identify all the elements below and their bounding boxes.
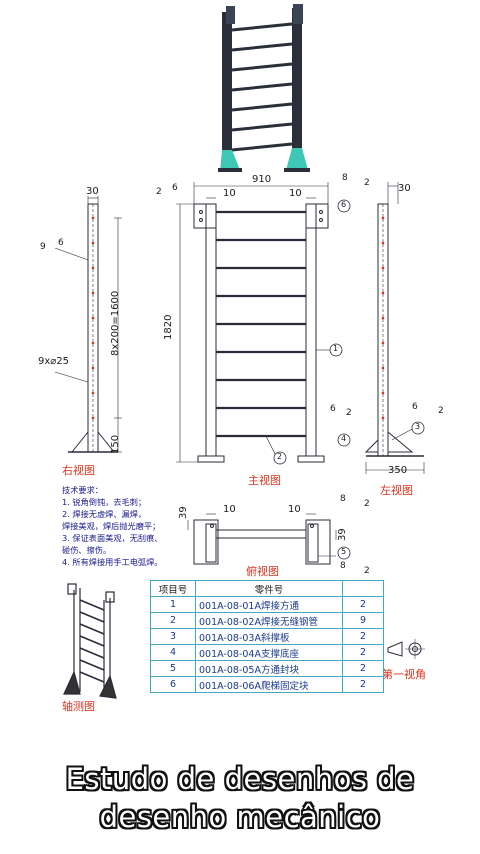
requirement-line: 2. 焊接无虚焊、漏焊， (62, 509, 147, 519)
bom-row: 3 001A-08-03A斜撑板 2 (150, 628, 384, 645)
balloon-4-label: 4 (341, 434, 347, 443)
dim-base-depth: 350 (388, 465, 408, 476)
weld-13: 8 (340, 561, 346, 571)
balloon-6-label: 6 (341, 200, 347, 209)
iso-view-drawing (63, 583, 117, 699)
bom-item-no: 2 (150, 612, 196, 629)
right-view-label: 右视图 (62, 464, 95, 477)
left-view-drawing (364, 182, 425, 474)
bom-qty: 2 (342, 644, 384, 661)
bom-header-item: 项目号 (150, 580, 196, 597)
balloons (273, 199, 425, 560)
hole-note: 9x⌀25 (38, 356, 70, 367)
requirement-line: 3. 保证表面美观，无刮痕、 (62, 533, 163, 543)
bom-qty: 2 (342, 676, 384, 693)
weld-5: 6 (58, 238, 64, 248)
technical-requirements: 技术要求： 1. 锐角倒钝，去毛刺； 2. 焊接无虚焊、漏焊， 焊接美观，焊后抛… (62, 484, 222, 568)
dim-top-right: 10 (288, 504, 301, 515)
bom-row: 4 001A-08-04A支撑底座 2 (150, 644, 384, 661)
bom-row: 5 001A-08-05A方通封块 2 (150, 660, 384, 677)
bom-header-row: 项目号 零件号 (150, 580, 384, 597)
weld-8: 2 (346, 408, 352, 418)
dim-height-total: 1820 (163, 314, 174, 340)
weld-4: 2 (364, 178, 370, 188)
main-view-label: 主视图 (248, 474, 281, 487)
top-view-label: 俯视图 (246, 565, 279, 578)
bom-item-no: 5 (150, 660, 196, 677)
ladder-3d-render (218, 4, 310, 172)
top-view-drawing (187, 513, 337, 565)
dim-top-left: 10 (223, 504, 236, 515)
bom-item-no: 4 (150, 644, 196, 661)
bom-item-no: 6 (150, 676, 196, 693)
dim-right-width: 30 (86, 186, 99, 197)
dim-top-depth-right: 39 (337, 528, 348, 541)
bom-row: 6 001A-08-06A爬梯固定块 2 (150, 676, 384, 693)
requirement-line: 焊接美观，焊后抛光磨平； (62, 521, 161, 531)
bom-qty: 9 (342, 612, 384, 629)
weld-12: 2 (364, 499, 370, 509)
bom-part-no: 001A-08-03A斜撑板 (195, 628, 343, 645)
balloon-5b (337, 546, 351, 560)
dim-margin-right: 10 (289, 188, 302, 199)
bom-table: 项目号 零件号 1 001A-08-01A焊接方通 2 2 001A-08-02… (150, 580, 384, 693)
left-view-label: 左视图 (380, 484, 413, 497)
first-angle-label: 第一视角 (382, 668, 426, 681)
bom-qty: 2 (342, 628, 384, 645)
main-view-drawing (176, 182, 330, 463)
weld-9: 6 (412, 402, 418, 412)
bom-part-no: 001A-08-01A焊接方通 (195, 596, 343, 613)
bom-header-part: 零件号 (195, 580, 343, 597)
right-view-drawing (54, 196, 122, 453)
balloon-6 (337, 199, 351, 213)
bom-row: 1 001A-08-01A焊接方通 2 (150, 596, 384, 613)
weld-10: 2 (438, 406, 444, 416)
bom-qty: 2 (342, 596, 384, 613)
dim-left-width: 30 (398, 183, 411, 194)
weld-1: 6 (172, 183, 178, 193)
dim-overall-width: 910 (252, 174, 272, 185)
first-angle-symbol (387, 639, 425, 659)
weld-11: 8 (340, 494, 346, 504)
weld-6: 9 (40, 242, 46, 252)
weld-14: 2 (364, 566, 370, 576)
requirements-title: 技术要求： (62, 485, 103, 495)
balloon-2 (273, 451, 287, 465)
requirement-line: 1. 锐角倒钝，去毛刺； (62, 497, 147, 507)
bom-part-no: 001A-08-05A方通封块 (195, 660, 343, 677)
balloon-3 (411, 421, 425, 435)
dim-base-height: 150 (110, 434, 121, 454)
requirement-line: 碰伤、擦伤。 (62, 545, 112, 555)
balloon-2-label: 2 (277, 452, 283, 461)
bom-part-no: 001A-08-02A焊接无缝钢管 (195, 612, 343, 629)
balloon-1 (329, 343, 343, 357)
bom-header-qty (342, 580, 384, 597)
bom-part-no: 001A-08-04A支撑底座 (195, 644, 343, 661)
weld-7: 6 (330, 404, 336, 414)
caption-line-2: desenho mecânico (99, 800, 381, 834)
bom-item-no: 1 (150, 596, 196, 613)
bom-row: 2 001A-08-02A焊接无缝钢管 9 (150, 612, 384, 629)
bom-qty: 2 (342, 660, 384, 677)
requirement-line: 4. 所有焊接用手工电弧焊。 (62, 557, 163, 567)
weld-2: 2 (156, 187, 162, 197)
balloon-3-label: 3 (415, 422, 421, 431)
caption-line-1: Estudo de desenhos de (65, 762, 415, 796)
balloon-4 (337, 433, 351, 447)
balloon-5-label: 5 (341, 547, 347, 556)
balloon-1-label: 1 (333, 344, 339, 353)
dim-rung-spacing: 8x200=1600 (110, 290, 121, 356)
dim-margin-left: 10 (223, 188, 236, 199)
bom-part-no: 001A-08-06A爬梯固定块 (195, 676, 343, 693)
weld-3: 8 (342, 173, 348, 183)
iso-view-label: 轴测图 (62, 700, 95, 713)
bom-item-no: 3 (150, 628, 196, 645)
